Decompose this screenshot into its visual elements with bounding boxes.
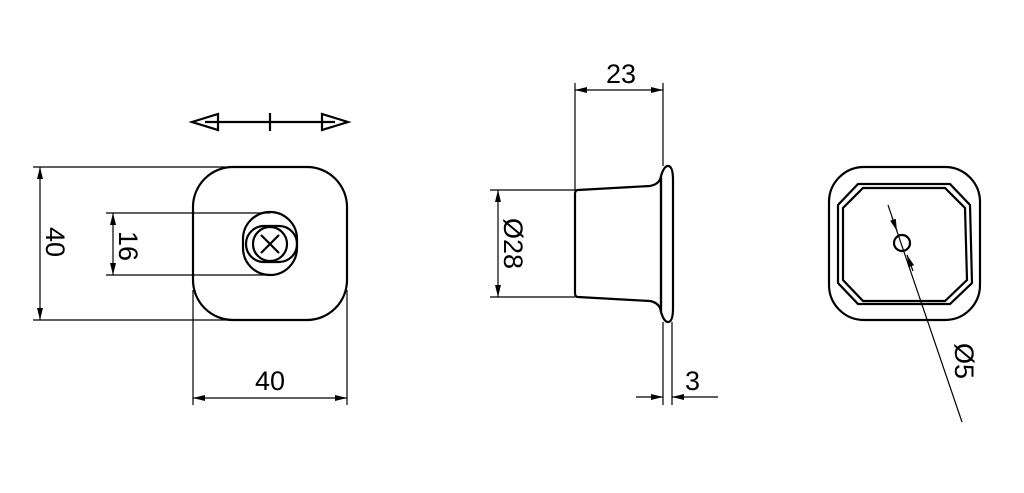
screw-hole [892,233,912,253]
height-label: 40 [40,227,70,257]
dim-flange-3: 3 [636,322,718,405]
dim-depth-23: 23 [574,59,664,190]
dim-knob-16: 16 [106,212,270,276]
dim-diameter-28: Ø28 [490,189,575,298]
back-view: Ø5 [827,165,982,423]
flange-label: 3 [685,366,700,396]
depth-label: 23 [606,59,636,89]
knob-label: 16 [113,231,143,261]
diameter-label: Ø28 [498,218,528,269]
dim-width-40: 40 [192,290,348,405]
dim-hole-5: Ø5 [887,204,979,423]
back-inner-rim [836,182,974,306]
side-flange [659,164,675,324]
side-body [573,175,663,313]
hole-label: Ø5 [949,343,979,379]
front-outline [191,165,349,322]
front-view: 40 16 40 [33,112,352,405]
back-inner-rim-2 [841,186,969,303]
back-outline [827,165,982,322]
side-view: 23 Ø28 3 [490,59,718,405]
direction-double-arrow-icon [188,112,352,132]
dim-height-40: 40 [33,166,230,321]
knob [241,210,299,277]
width-label: 40 [255,366,285,396]
